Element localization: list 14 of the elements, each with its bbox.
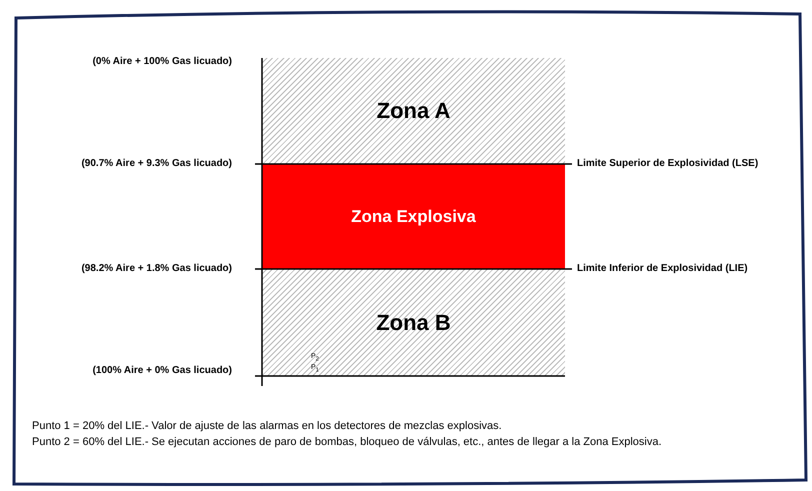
zone-title: Zona Explosiva xyxy=(351,206,476,226)
zone-title: Zona B xyxy=(376,310,451,336)
limit-label: Limite Superior de Explosividad (LSE) xyxy=(577,158,758,169)
mixture-label: (90.7% Aire + 9.3% Gas licuado) xyxy=(81,158,232,169)
explosive-zone xyxy=(262,164,565,269)
note-text: Punto 1 = 20% del LIE.- Valor de ajuste de las alarmas en los detectores de mezclas explosivas. xyxy=(32,420,502,432)
hatched-zone xyxy=(262,58,565,164)
note-text: Punto 2 = 60% del LIE.- Se ejecutan acciones de paro de bombas, bloqueo de válvulas, etc., antes de llegar a la Zona Explosiva. xyxy=(32,436,662,448)
limit-label: Limite Inferior de Explosividad (LIE) xyxy=(577,263,748,274)
mixture-label: (98.2% Aire + 1.8% Gas licuado) xyxy=(81,263,232,274)
mixture-label: (100% Aire + 0% Gas licuado) xyxy=(92,365,232,376)
mixture-label: (0% Aire + 100% Gas licuado) xyxy=(92,56,232,67)
hatched-zone xyxy=(262,269,565,376)
zone-title: Zona A xyxy=(376,98,450,124)
